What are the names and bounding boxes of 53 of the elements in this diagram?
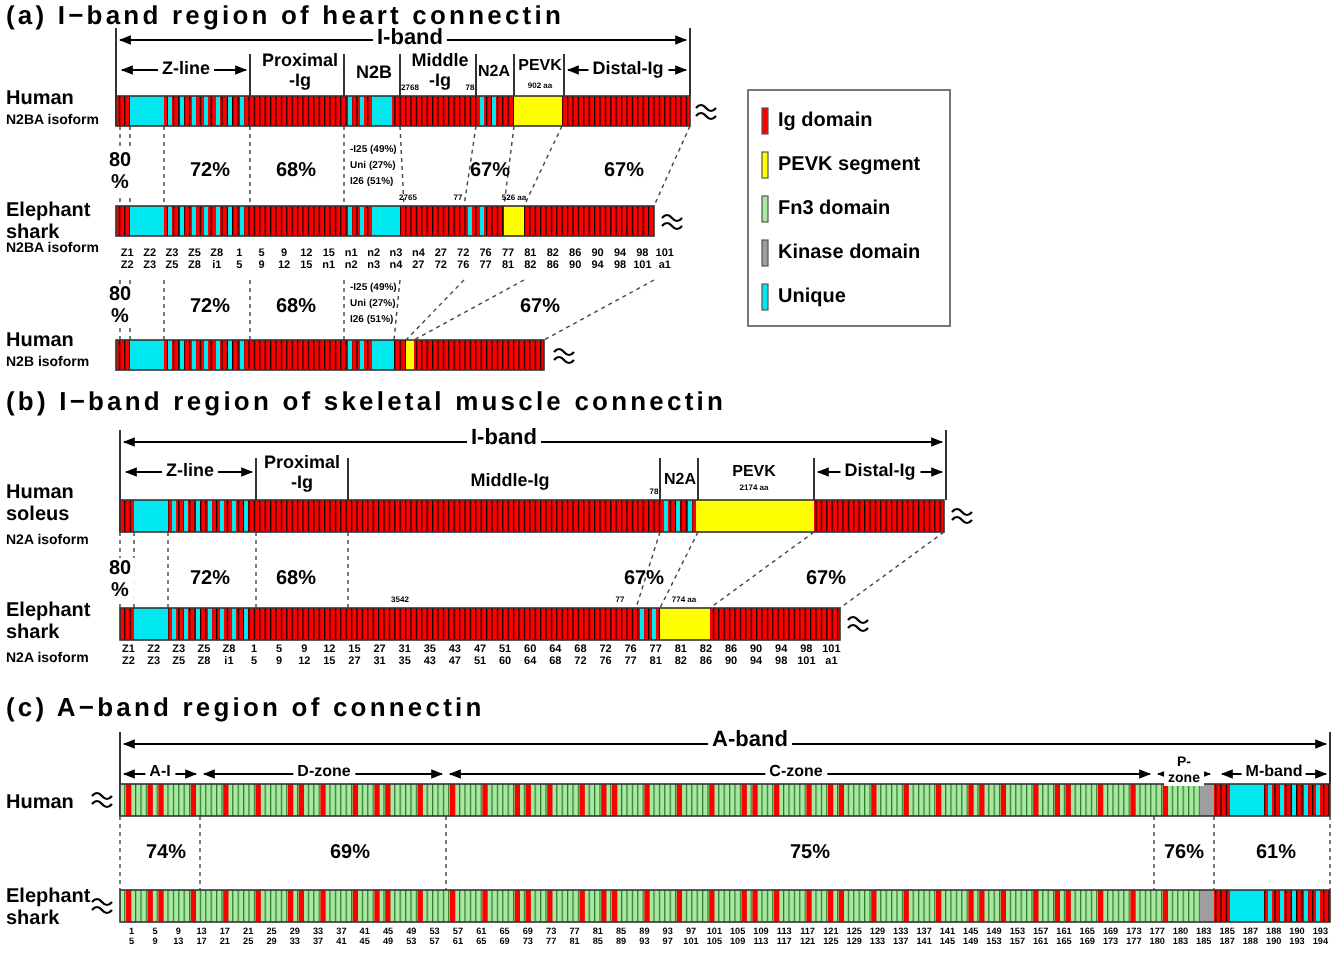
identity-percent: 72% [190,296,230,318]
identity-percent: 68% [276,160,316,182]
identity-percent: 67% [520,296,560,318]
identity-percent: 74% [146,842,186,864]
identity-percent: 61% [1256,842,1296,864]
region-label: Z-line [162,462,218,482]
region-label: Z-line [158,60,214,80]
region-label: N2A [478,64,510,82]
region-label: Proximal -Ig [261,52,339,92]
identity-percent: 67% [806,568,846,590]
legend-label: Ig domain [778,109,873,131]
identity-percent: 68% [276,568,316,590]
panel-title: (b) I−band region of skeletal muscle connectin [6,388,727,417]
identity-percent: 75% [790,842,830,864]
identity-percent: 80 % [104,284,136,328]
species-label: Elephant shark [6,200,91,244]
species-label: Elephant shark [6,600,91,644]
region-label: D-zone [293,764,355,782]
region-label: A-I [145,764,175,782]
band-label: A-band [708,728,792,753]
legend-label: Fn3 domain [778,197,891,219]
identity-percent: 72% [190,568,230,590]
panel-title: (c) A−band region of connectin [6,694,485,723]
region-label: PEVK [518,58,562,76]
identity-percent: 69% [330,842,370,864]
region-label: Middle-Ig [470,472,550,492]
region-label: Distal-Ig [840,462,920,482]
panel-title: (a) I−band region of heart connectin [6,2,564,30]
species-label: Human [6,88,74,110]
species-label: Human [6,792,74,814]
region-label: PEVK [732,464,776,482]
identity-percent: 67% [604,160,644,182]
region-label: M-band [1241,764,1307,782]
band-label: I-band [373,26,447,51]
legend-label: Unique [778,285,846,307]
species-label: Elephant shark [6,886,91,930]
species-label: Human [6,330,74,352]
species-label: Human soleus [6,482,74,526]
identity-percent: 80 % [104,150,136,194]
band-label: I-band [467,426,541,451]
legend-label: Kinase domain [778,241,921,263]
region-label: Proximal -Ig [263,454,341,494]
region-label: N2A [664,472,696,490]
identity-percent: 68% [276,296,316,318]
identity-percent: 67% [470,160,510,182]
region-label: C-zone [765,764,827,782]
region-label: Distal-Ig [588,60,668,80]
identity-percent: 80 % [104,558,136,602]
region-label: N2B [356,64,392,84]
identity-percent: 76% [1164,842,1204,864]
identity-percent: 72% [190,160,230,182]
legend-label: PEVK segment [778,153,921,175]
identity-percent: 67% [624,568,664,590]
